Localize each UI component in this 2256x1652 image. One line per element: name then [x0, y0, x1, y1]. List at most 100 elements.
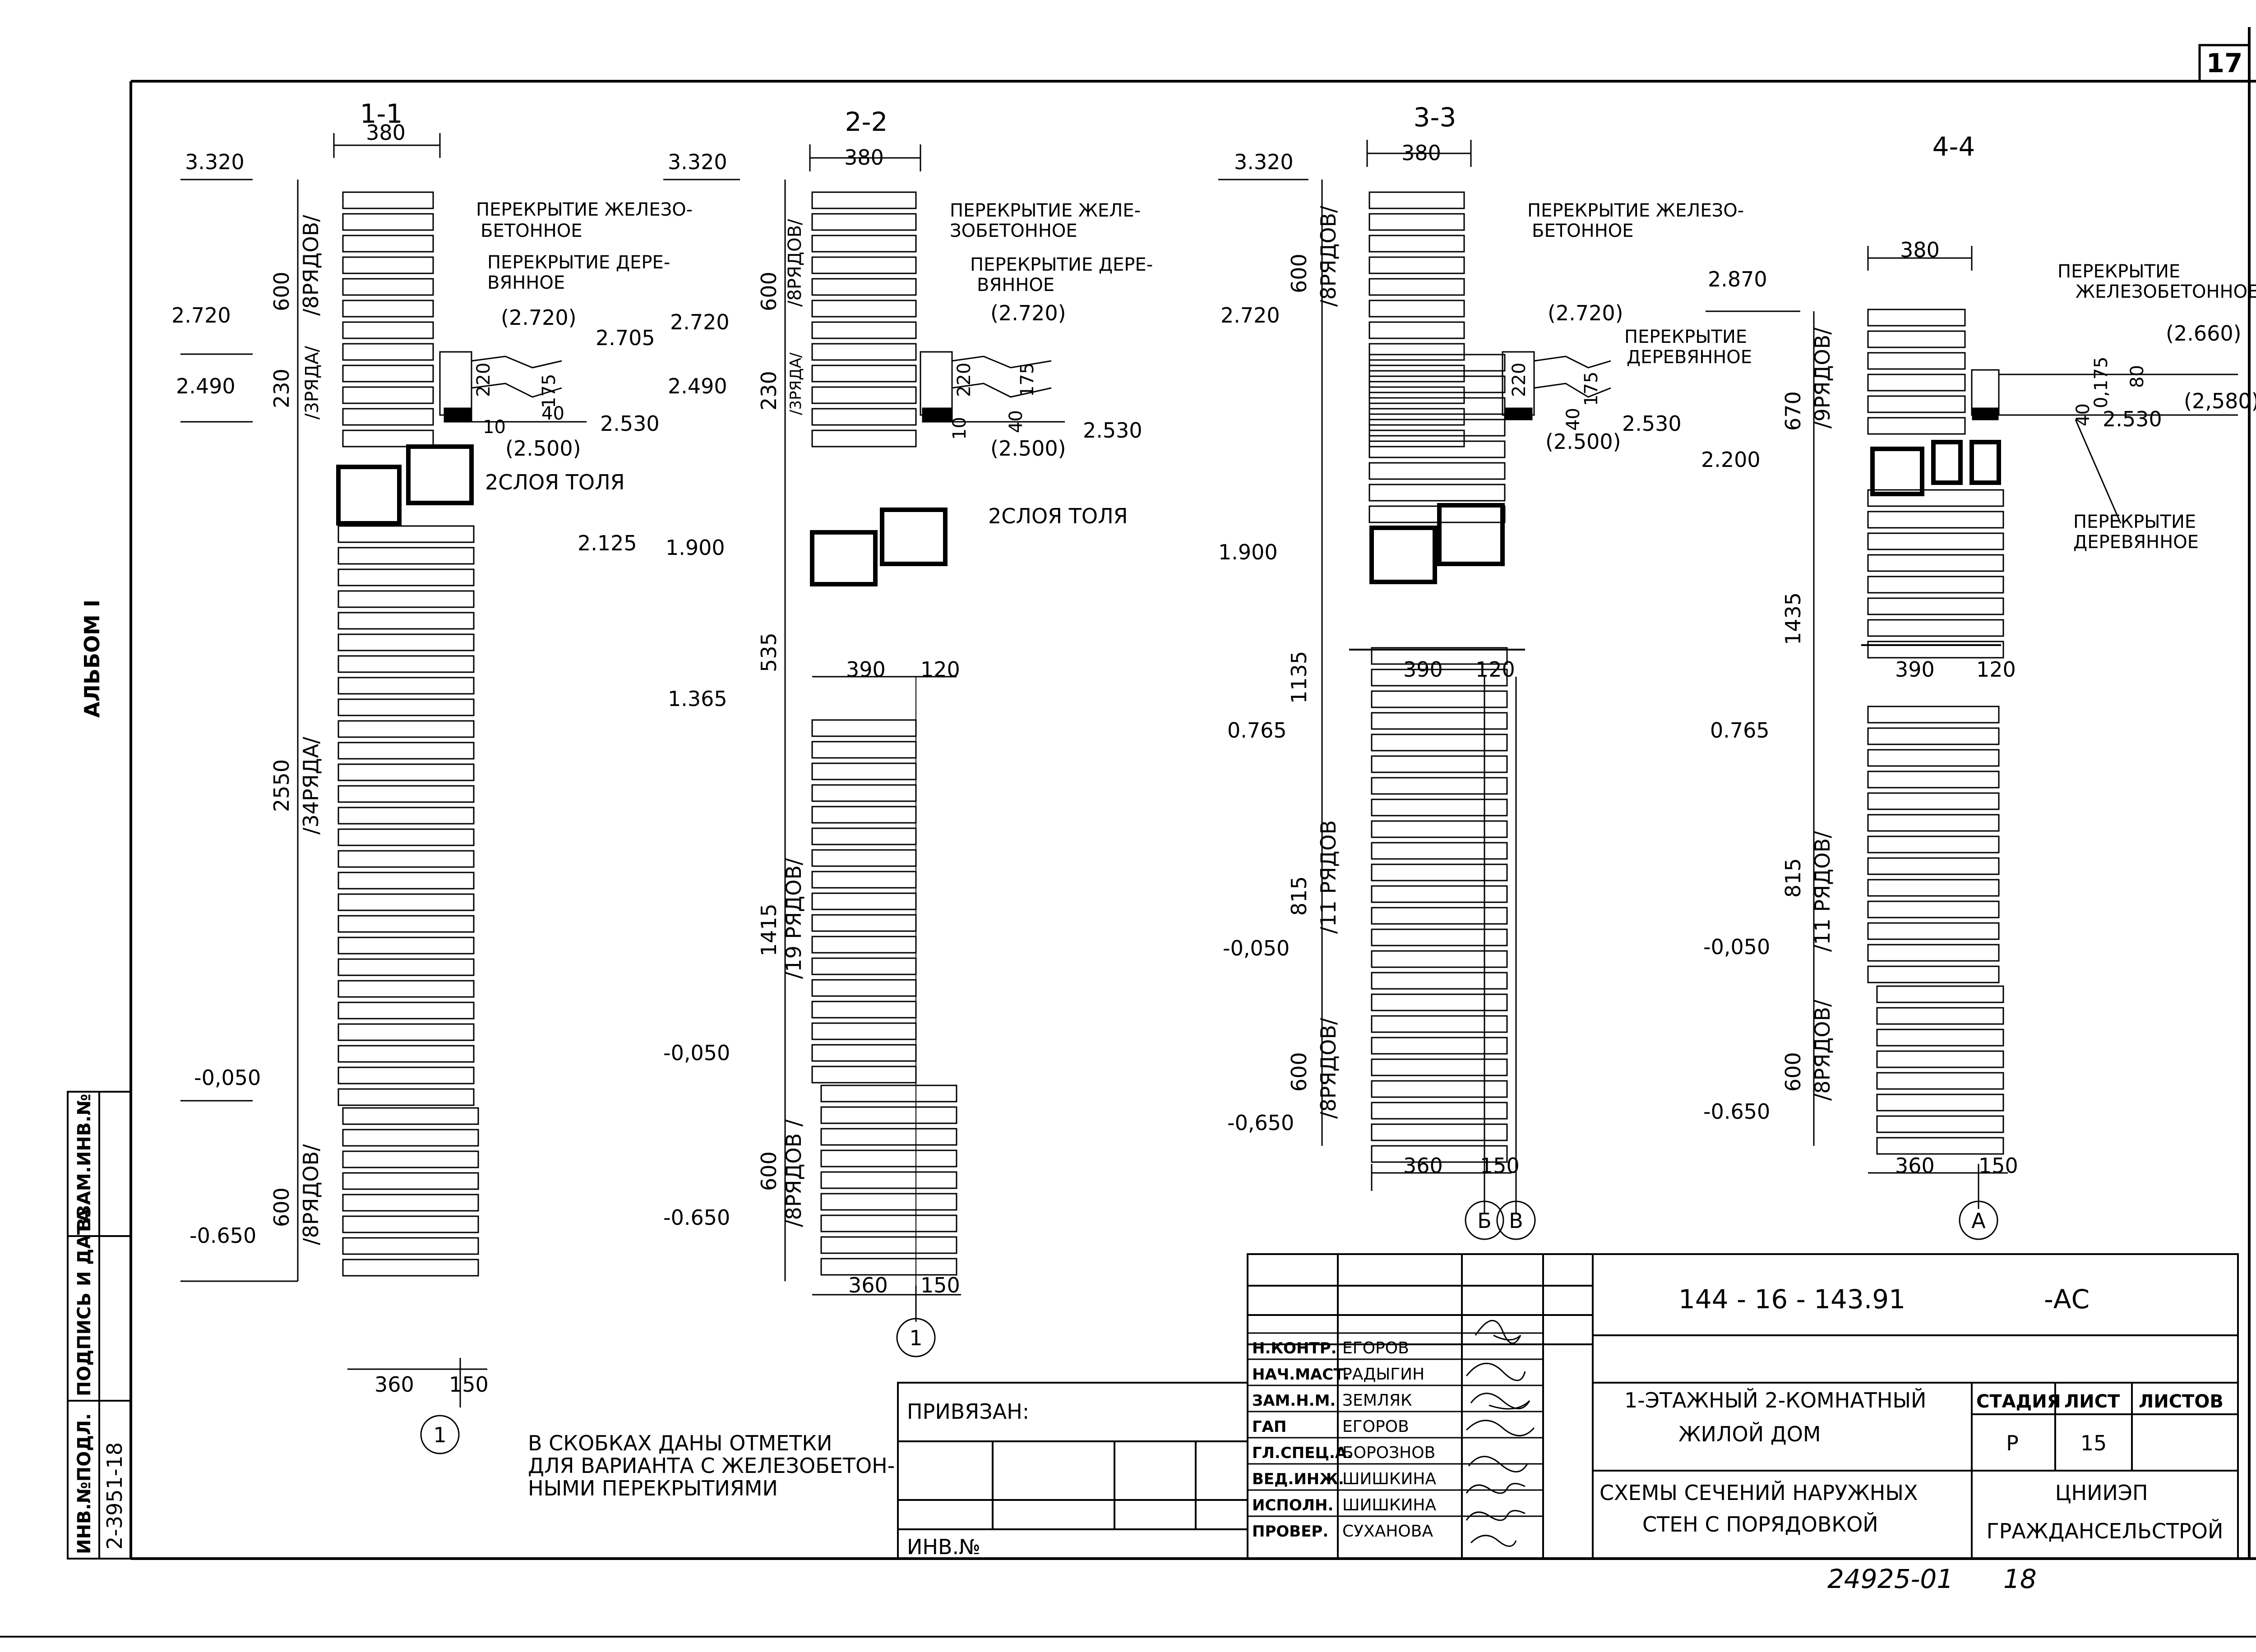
brick-course	[1368, 397, 1506, 415]
brick-course	[337, 872, 475, 890]
brick-course	[342, 1107, 479, 1125]
axis-bubble	[1496, 1200, 1536, 1240]
brick-course	[1867, 489, 2004, 507]
mid-width: 120	[1475, 657, 1515, 682]
lintel-block	[810, 530, 878, 586]
brick-course	[1368, 386, 1465, 404]
rows-label: /8РЯДОВ/	[1316, 206, 1341, 307]
section-title: 2-2	[845, 106, 888, 137]
dimension-value: 600	[757, 272, 781, 311]
axis-bubble	[1959, 1200, 1998, 1240]
bottom-width: 150	[1979, 1154, 2018, 1178]
brick-course	[1876, 1050, 2004, 1068]
section-3-3: 3-3 380 3.320 2.720 1.900 0.765 -0,050 -…	[1218, 102, 1752, 1240]
brick-course	[342, 1194, 479, 1212]
brick-course	[811, 343, 917, 361]
brick-course	[811, 936, 917, 954]
brick-course	[1867, 900, 2000, 918]
rows-label: /8РЯДОВ/	[1316, 1018, 1341, 1119]
brick-course	[342, 1237, 479, 1255]
brick-course	[342, 213, 434, 231]
top-width: 380	[1900, 238, 1940, 262]
brick-course	[1867, 554, 2004, 572]
doc-code: 144 - 16 - 143.91	[1678, 1284, 1905, 1315]
brick-course	[820, 1258, 957, 1276]
staff-name: СУХАНОВА	[1342, 1522, 1433, 1541]
bottom-width: 360	[374, 1372, 414, 1397]
variant-note: В СКОБКАХ ДАНЫ ОТМЕТКИ ДЛЯ ВАРИАНТА С ЖЕ…	[528, 1431, 901, 1500]
right-level: (2.660)	[2166, 321, 2242, 346]
brick-course	[342, 408, 434, 426]
brick-course	[1371, 798, 1508, 817]
album-label: АЛЬБОМ I	[80, 600, 104, 718]
axis-label: 1	[433, 1423, 446, 1447]
rows-label: /9РЯДОВ/	[1810, 328, 1835, 429]
brick-course	[1371, 669, 1508, 687]
floor-wood-label: ПЕРЕКРЫТИЕ ДЕРЕВЯННОЕ	[2073, 512, 2202, 553]
level-mark: 2.720	[1220, 303, 1280, 328]
brick-course	[811, 429, 917, 448]
label-line: ЖИЛОЙ ДОМ	[1678, 1422, 1821, 1446]
level-mark: -0,050	[194, 1066, 261, 1090]
brick-course	[342, 1215, 479, 1233]
brick-course	[342, 278, 434, 296]
sheet-header: ЛИСТ	[2064, 1391, 2120, 1412]
lintel-block	[406, 444, 474, 505]
right-level: (2.720)	[990, 301, 1066, 325]
label-line: СТЕН С ПОРЯДОВКОЙ	[1642, 1512, 1878, 1537]
org-name: ЦНИИЭП ГРАЖДАНСЕЛЬСТРОЙ	[1987, 1481, 2224, 1543]
small-dim: 40	[1563, 408, 1584, 431]
level-mark: 0.765	[1227, 718, 1287, 743]
small-dim: 40	[541, 403, 564, 424]
small-dim: 10	[949, 417, 970, 440]
label-line: ПЕРЕКРЫТИЕ ЖЕЛЕ-	[950, 200, 1141, 221]
section-4-4: 4-4 380 2.870 2.200 0.765 -0,050 -0.650 …	[1701, 131, 2256, 1240]
staff-role: ГАП	[1252, 1418, 1286, 1436]
staff-role: НАЧ.МАСТ.	[1252, 1366, 1350, 1384]
axis-label: А	[1971, 1209, 1986, 1233]
dimension-value: 230	[269, 369, 294, 408]
brick-course	[1867, 330, 1966, 348]
staff-name: ЕГОРОВ	[1342, 1339, 1409, 1357]
section-title: 3-3	[1414, 102, 1456, 133]
bottom-width: 150	[1480, 1154, 1520, 1178]
lintel-block	[1369, 526, 1437, 584]
brick-course	[337, 742, 475, 760]
brick-course	[811, 741, 917, 759]
side-stamp	[67, 1091, 132, 1560]
note-line: НЫМИ ПЕРЕКРЫТИЯМИ	[528, 1476, 778, 1500]
brick-course	[1867, 814, 2000, 832]
brick-course	[1368, 375, 1506, 393]
brick-course	[811, 386, 917, 404]
brick-course	[1368, 278, 1465, 296]
brick-course	[811, 914, 917, 932]
level-mark: 0.765	[1710, 718, 1770, 743]
label-line: ЗОБЕТОННОЕ	[950, 221, 1077, 241]
level-mark: 2.490	[668, 374, 727, 398]
level-mark: 1.900	[1218, 540, 1278, 564]
level-mark: -0.650	[190, 1223, 256, 1248]
footer-number: 24925-01	[1827, 1564, 1953, 1594]
brick-course	[811, 979, 917, 997]
stage-value: Р	[2006, 1431, 2019, 1455]
brick-course	[1368, 462, 1506, 480]
small-dim: 175	[539, 374, 559, 408]
floor-rc-label: ПЕРЕКРЫТИЕ ЖЕЛЕЗОБЕТОННОЕ	[2057, 261, 2256, 302]
brick-course	[820, 1084, 957, 1103]
brick-course	[1876, 1072, 2004, 1090]
brick-course	[1368, 419, 1506, 437]
small-dim: 220	[954, 363, 975, 397]
brick-course	[1371, 1015, 1508, 1033]
brick-course	[1371, 950, 1508, 968]
mid-width: 120	[1976, 657, 2016, 682]
rows-label: /3РЯДА/	[787, 352, 805, 415]
level-mark: -0,050	[1223, 936, 1290, 960]
brick-course	[1368, 354, 1506, 372]
dimension-value: 600	[1287, 254, 1311, 293]
brick-course	[1371, 885, 1508, 903]
sheet-value: 15	[2080, 1431, 2107, 1455]
level-mark: -0.650	[1703, 1099, 1770, 1124]
level-mark: 2.870	[1708, 267, 1767, 291]
right-level: (2.500)	[505, 436, 581, 461]
staff-role: ПРОВЕР.	[1252, 1523, 1328, 1541]
